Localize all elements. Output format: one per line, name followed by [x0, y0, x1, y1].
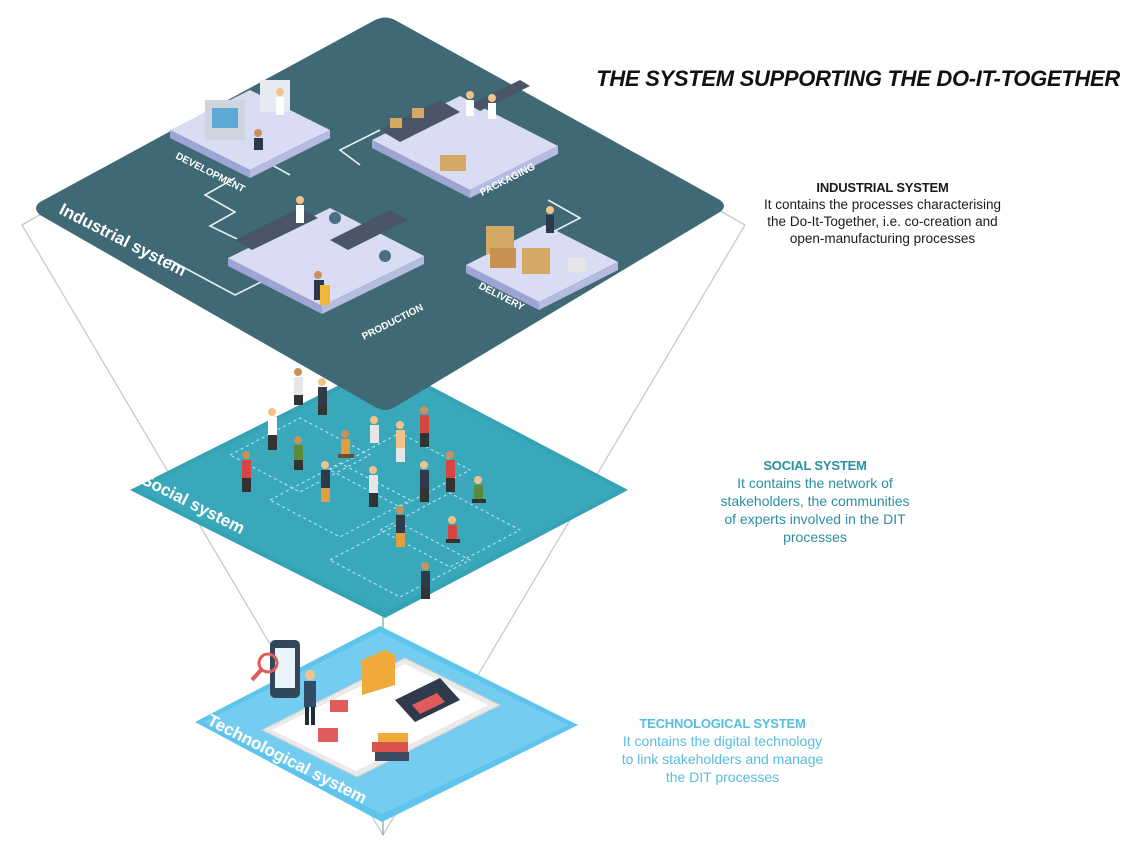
stakeholder-people — [242, 406, 486, 599]
factory-station-icon: DEVELOPMENT — [170, 80, 330, 195]
industrial-system-heading: INDUSTRIAL SYSTEM — [816, 180, 949, 195]
person-icon — [338, 430, 354, 458]
person-icon — [242, 451, 251, 492]
person-icon — [268, 408, 277, 450]
person-icon — [294, 436, 303, 470]
person-icon — [446, 516, 460, 543]
technological-system-description: TECHNOLOGICAL SYSTEM It contains the dig… — [600, 716, 845, 786]
person-icon — [421, 562, 430, 599]
person-icon — [472, 476, 486, 503]
industrial-layer: DEVELOPMENT PACKAGING — [36, 17, 724, 410]
technological-system-text-line: the DIT processes — [665, 769, 780, 785]
social-system-text-line: It contains the network of — [737, 475, 893, 491]
person-icon — [446, 451, 455, 492]
technological-layer: Technological system — [195, 626, 578, 822]
person-icon — [396, 506, 405, 547]
person-icon — [294, 368, 303, 405]
person-icon — [369, 466, 378, 507]
social-system-text-line: of experts involved in the DIT — [724, 511, 906, 527]
person-icon — [318, 378, 327, 415]
social-system-text-line: processes — [783, 529, 847, 545]
social-system-description: SOCIAL SYSTEM It contains the network of… — [690, 458, 940, 546]
industrial-system-text-line: the Do-It-Together, i.e. co-creation and — [767, 214, 998, 229]
technological-system-heading: TECHNOLOGICAL SYSTEM — [639, 716, 806, 731]
folder-icon — [362, 650, 395, 695]
industrial-system-text-line: It contains the processes characterising — [763, 197, 1002, 212]
factory-station-icon: PRODUCTION — [228, 196, 425, 343]
stakeholder-people-top — [294, 368, 379, 443]
person-icon — [420, 461, 429, 502]
person-icon — [304, 670, 316, 725]
image-icon — [330, 700, 348, 712]
social-system-heading: SOCIAL SYSTEM — [763, 458, 867, 473]
smartphone-icon — [270, 640, 300, 698]
magnifier-icon — [250, 652, 279, 682]
person-icon — [420, 406, 429, 447]
person-icon — [396, 421, 405, 462]
person-icon — [321, 461, 330, 502]
technological-system-text-line: It contains the digital technology — [622, 733, 823, 749]
books-icon — [372, 733, 409, 761]
laptop-icon — [395, 678, 460, 722]
page-title: THE SYSTEM SUPPORTING THE DO-IT-TOGETHER — [596, 66, 1120, 91]
person-icon — [370, 416, 379, 443]
document-icon — [318, 728, 338, 742]
industrial-system-text-line: open-manufacturing processes — [789, 231, 976, 246]
network-grid — [228, 417, 522, 598]
technological-system-text-line: to link stakeholders and manage — [621, 751, 824, 767]
social-system-text-line: stakeholders, the communities — [720, 493, 910, 509]
industrial-system-description: INDUSTRIAL SYSTEM It contains the proces… — [740, 180, 1025, 247]
